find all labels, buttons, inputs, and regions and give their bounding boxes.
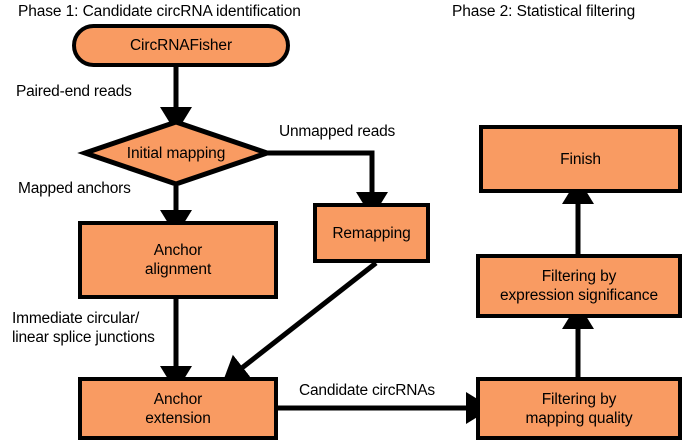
phase-2-title: Phase 2: Statistical filtering (452, 3, 636, 20)
node-initial-mapping[interactable]: Initial mapping (77, 119, 275, 187)
node-circrnafisher-label: CircRNAFisher (129, 37, 233, 54)
edge-label-mapped-anchors: Mapped anchors (18, 180, 131, 197)
node-initial-mapping-label: Initial mapping (126, 144, 226, 162)
edge-label-splice-junctions: Immediate circular/ linear splice juncti… (12, 310, 155, 346)
node-finish[interactable]: Finish (479, 125, 682, 193)
node-anchor-alignment-label: Anchor alignment (144, 242, 212, 278)
node-anchor-extension-label: Anchor extension (145, 390, 211, 427)
node-circrnafisher[interactable]: CircRNAFisher (72, 24, 290, 67)
node-anchor-extension[interactable]: Anchor extension (78, 377, 278, 440)
edge-label-candidate-circrnas: Candidate circRNAs (299, 382, 435, 399)
node-filtering-by-expression-significance[interactable]: Filtering by expression significance (476, 254, 682, 318)
node-filtering-by-mapping-quality-label: Filtering by mapping quality (525, 390, 633, 427)
node-finish-label: Finish (560, 150, 601, 168)
node-filtering-by-mapping-quality[interactable]: Filtering by mapping quality (476, 377, 682, 440)
edge-label-unmapped-reads: Unmapped reads (279, 123, 396, 140)
edge-label-paired-end-reads: Paired-end reads (16, 83, 132, 100)
node-remapping-label: Remapping (332, 224, 411, 242)
node-anchor-alignment[interactable]: Anchor alignment (78, 221, 278, 299)
diamond-shape (77, 119, 275, 187)
node-filtering-by-expression-significance-label: Filtering by expression significance (500, 268, 658, 304)
node-remapping[interactable]: Remapping (313, 203, 430, 263)
phase-1-title: Phase 1: Candidate circRNA identificatio… (18, 3, 301, 20)
edge-initial-mapping-to-remapping (264, 150, 389, 218)
